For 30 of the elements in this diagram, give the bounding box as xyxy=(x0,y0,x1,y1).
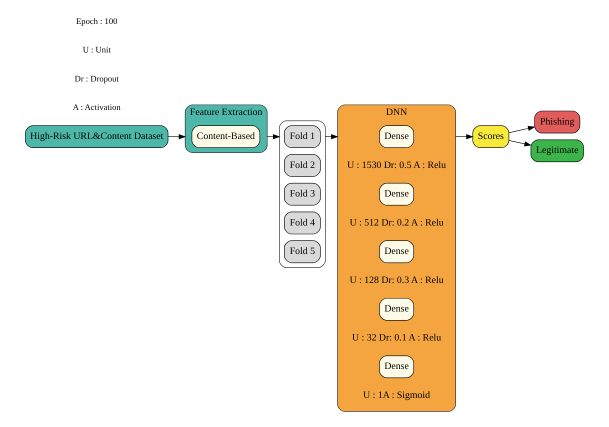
node-box: Fold 3 xyxy=(284,182,321,206)
arrow xyxy=(266,134,280,140)
label: Epoch : 100 xyxy=(76,16,118,26)
node-box: Dense xyxy=(379,298,414,321)
node-box: Content-Based xyxy=(192,125,260,148)
node-box: High-Risk URL&Content Dataset xyxy=(25,125,168,148)
label: Dr : Dropout xyxy=(74,73,119,84)
node-label: U : 1A : Sigmoid xyxy=(363,390,430,401)
node-label: U : 128 Dr: 0.3 A : Relu xyxy=(350,274,444,286)
label: A : Activation xyxy=(72,102,121,112)
node-box: Dense xyxy=(379,125,414,148)
node-label: U : 1530 Dr: 0.5 A : Relu xyxy=(347,160,446,171)
node-box: Fold 5 xyxy=(284,240,321,264)
arrow xyxy=(455,134,474,140)
node-box: Dense xyxy=(379,240,414,264)
node-box: Dense xyxy=(379,182,414,206)
node-box: Dense xyxy=(379,355,414,378)
node-label: U : 512 Dr: 0.2 A : Relu xyxy=(350,217,444,228)
node-box: Legitimate xyxy=(530,139,584,162)
arrow xyxy=(508,126,536,134)
node-box: Fold 2 xyxy=(284,154,321,177)
node-box: Fold 4 xyxy=(284,212,321,234)
node-box: Scores xyxy=(472,125,510,148)
node-box: Fold 1 xyxy=(284,125,321,148)
node-label: U : 32 Dr: 0.1 A : Relu xyxy=(352,332,442,344)
label: U : Unit xyxy=(82,44,111,55)
arrow xyxy=(508,140,532,146)
node-box: Phishing xyxy=(534,110,580,134)
cluster xyxy=(279,120,326,268)
arrow xyxy=(168,134,186,140)
